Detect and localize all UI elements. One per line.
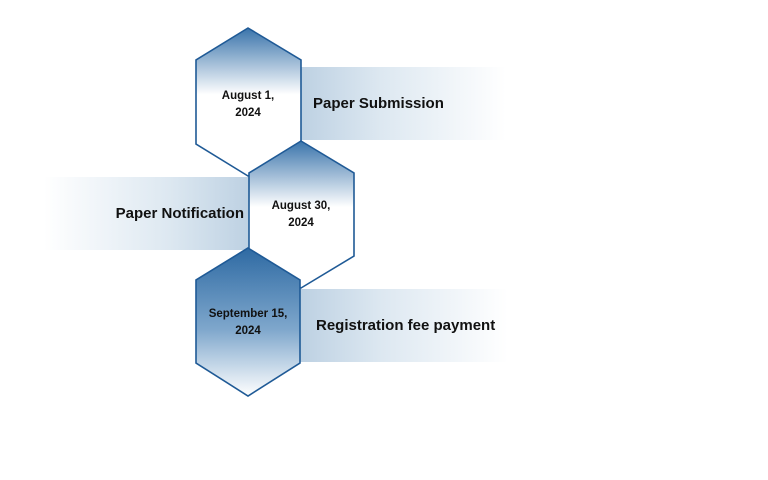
hexagon-september-15 [195,247,301,397]
year-line: 2024 [235,107,261,119]
date-line: August 1, [221,90,275,102]
hexagon-august-30 [248,140,355,289]
milestone-band-paper-notification [44,177,252,250]
date-line: August 30, [271,200,331,212]
milestone-label-paper-submission: Paper Submission [313,95,444,112]
milestone-band-registration-fee [298,289,508,362]
hexagon-date-september-15: September 15, 2024 [198,306,298,340]
year-line: 2024 [288,217,314,229]
milestone-band-paper-submission [298,67,506,140]
hexagon-date-august-30: August 30, 2024 [251,198,351,232]
milestone-label-registration-fee: Registration fee payment [316,317,496,334]
hexagon-date-august-1: August 1, 2024 [198,88,298,122]
date-line: September 15, [208,308,288,320]
hexagon-august-1 [195,27,302,177]
year-line: 2024 [235,325,261,337]
milestone-label-paper-notification: Paper Notification [115,205,244,222]
